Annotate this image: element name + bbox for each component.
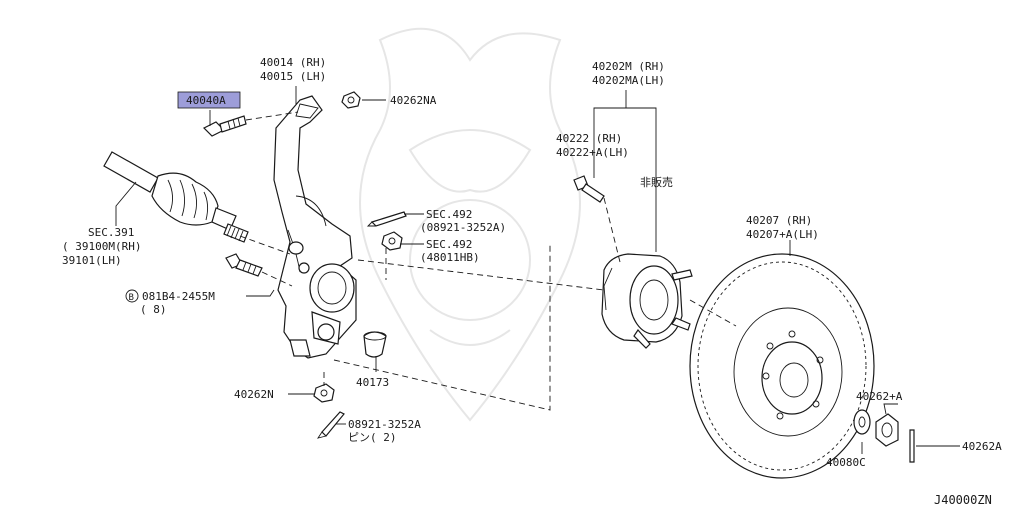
label-circle-b: B [129,293,134,303]
wheel-hub [601,253,693,349]
highlight-box[interactable] [177,91,241,109]
nut-48011hb [381,231,403,251]
watermark-emblem [359,27,581,422]
label-not-sold: 非販売 [640,176,673,189]
label-rotor-rh: 40207 (RH) [746,214,812,227]
label-bolt-081-qty: ( 8) [140,303,167,316]
label-pin-bottom: 08921-3252A [348,418,421,431]
label-sec492-b: SEC.492 [426,238,472,251]
label-bolt-hub-lh: 40222+A(LH) [556,146,629,159]
label-sec391: SEC.391 [88,226,134,239]
label-rotor-lh: 40207+A(LH) [746,228,819,241]
bush-40173 [363,331,387,358]
nut-40262-a [875,413,899,447]
alignment-lines [239,111,737,411]
steering-knuckle [273,95,357,359]
cotter-pin-bottom [316,411,345,439]
circle-b-icon [125,289,139,303]
cotter-pin-rotor [909,429,915,463]
label-nut-bottom: 40262N [234,388,274,401]
label-driveshaft-lh: 39101(LH) [62,254,122,267]
label-knuckle-lh: 40015 (LH) [260,70,326,83]
label-pin-bottom-note: ピン( 2) [348,431,397,444]
label-bolt-hub-rh: 40222 (RH) [556,132,622,145]
label-knuckle-rh: 40014 (RH) [260,56,326,69]
bolt-081b4 [225,253,263,277]
label-hub-rh: 40202M (RH) [592,60,665,73]
nut-40262na [341,91,361,109]
label-pin-rotor: 40262A [962,440,1002,453]
label-nut-top: 40262NA [390,94,437,107]
label-figure-code: J40000ZN [934,493,992,507]
brake-rotor [689,253,875,479]
label-pin-a: (08921-3252A) [420,221,506,234]
bolt-40040a [202,115,247,137]
label-hub-lh: 40202MA(LH) [592,74,665,87]
part-labels: 40014 (RH) 40015 (LH) 40040A 40262NA SEC… [62,56,1002,507]
label-bolt-highlight[interactable]: 40040A [186,94,226,107]
label-bolt-081: 081B4-2455M [142,290,215,303]
bolt-40222 [573,175,605,203]
label-nut-b: (48011HB) [420,251,480,264]
label-washer: 40080C [826,456,866,469]
label-bush: 40173 [356,376,389,389]
nut-40262n [313,383,335,403]
label-driveshaft-rh: ( 39100M(RH) [62,240,141,253]
leader-lines [115,86,960,454]
drive-shaft [103,151,249,243]
washer-40080c [853,409,871,435]
label-nut-rotor: 40262+A [856,390,903,403]
cotter-pin-a [366,211,407,227]
label-sec492-a: SEC.492 [426,208,472,221]
